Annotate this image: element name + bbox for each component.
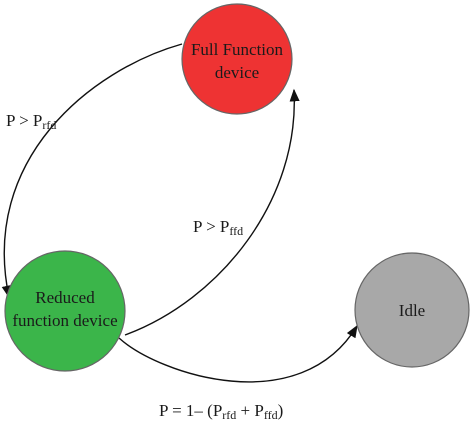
edge-full-to-reduced <box>1 43 183 299</box>
edge-label-reduced-to-idle-prefix: P = 1– (P <box>159 401 222 420</box>
edge-label-reduced-to-full: P > Pffd <box>193 217 243 238</box>
node-full-function-device: Full Function device <box>181 3 293 115</box>
edge-label-full-to-reduced-main: P > P <box>6 111 42 130</box>
node-idle-circle <box>354 252 470 368</box>
edge-label-reduced-to-idle-sub2: ffd <box>264 408 278 422</box>
edge-label-full-to-reduced-sub: rfd <box>42 118 56 132</box>
edge-label-reduced-to-idle-middle: + P <box>236 401 264 420</box>
edge-label-reduced-to-idle-suffix: ) <box>278 401 284 420</box>
node-reduced-function-label-line2: function device <box>12 311 117 330</box>
node-full-function-circle <box>181 3 293 115</box>
node-full-function-label-line1: Full Function <box>191 40 284 59</box>
edge-label-reduced-to-idle-sub1: rfd <box>222 408 236 422</box>
node-reduced-function-circle <box>4 250 126 372</box>
node-reduced-function-device: Reduced function device <box>4 250 126 372</box>
edge-label-reduced-to-full-sub: ffd <box>229 224 243 238</box>
edge-reduced-to-idle <box>118 324 358 383</box>
edge-label-full-to-reduced: P > Prfd <box>6 111 56 132</box>
node-idle-label: Idle <box>399 301 425 320</box>
node-reduced-function-label-line1: Reduced <box>35 288 95 307</box>
edge-label-reduced-to-idle: P = 1– (Prfd + Pffd) <box>159 401 283 422</box>
node-idle: Idle <box>354 252 470 368</box>
edge-label-reduced-to-full-main: P > P <box>193 217 229 236</box>
node-full-function-label-line2: device <box>215 63 259 82</box>
edge-reduced-to-full <box>124 88 300 336</box>
